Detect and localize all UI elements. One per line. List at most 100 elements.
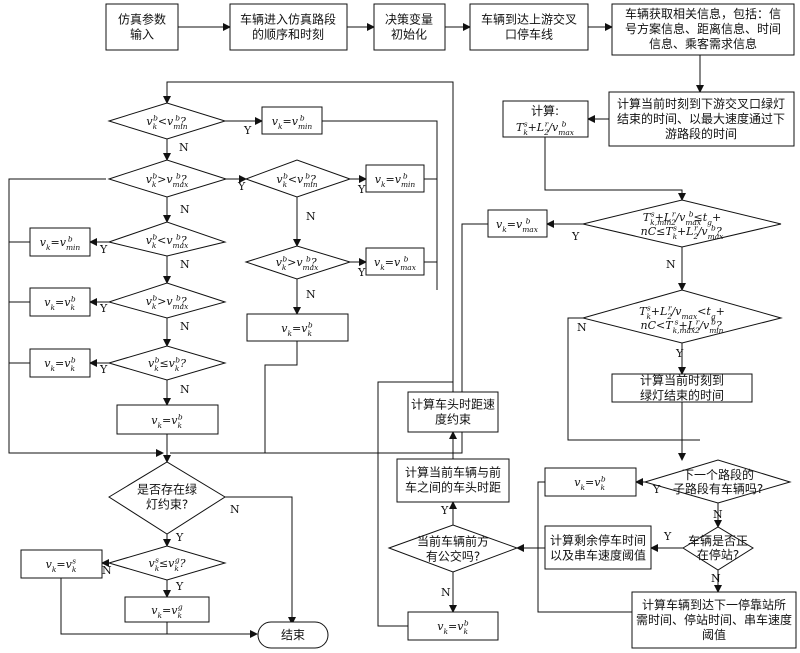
branch-label-yes: Y [175,580,184,593]
n2-text-0: 车辆进入仿真路段 [240,12,336,27]
n1-text-0: 仿真参数 [118,12,166,27]
branch-label-no: N [179,141,189,154]
diamond-L3 [107,221,227,257]
branch-label-no: N [102,564,112,577]
M1-text-0: vkb<vminb? [276,172,317,189]
box-a11 [124,596,210,623]
d2-text-1: nC<Tk,maxs+L2r/vminb? [641,318,724,335]
diamond-d5 [387,524,519,573]
n6-text-0: 计算当前时刻到下游交叉口绿灯 [617,96,785,111]
n4-text-1: 口停车线 [505,27,553,42]
a5-text-0: vk=vkb [44,295,76,312]
box-a3 [365,247,425,276]
box-enter-order [229,3,348,51]
n6-text-2: 游路段的时间 [665,126,737,141]
box-calc-formula [502,100,589,138]
box-a10 [20,549,103,579]
branch-label-yes: Y [357,183,366,196]
n8-text-2: 阈值 [702,627,726,642]
a10-text-0: vk=vks [46,557,77,574]
branch-label-no: N [577,321,587,334]
L1-text-0: vkb<vminb? [146,114,187,131]
a1-text-0: vk=vminb [272,114,313,131]
n9-text-0: 计算剩余停车时间 [550,533,646,548]
d5-text-0: 当前车辆前方 [417,534,489,549]
a11-text-0: vk=vkg [151,603,183,620]
n6-text-1: 结束的时间、以最大速度通过下 [617,111,785,126]
box-a12 [544,467,637,497]
d7-text-0: vks≤vkg? [148,556,185,573]
box-a6 [29,348,91,378]
L5-text-0: vkb≤vkb? [148,356,186,373]
M2-text-0: vkb>vmaxb? [276,255,319,272]
branch-label-yes: Y [175,531,184,544]
branch-label-no: N [666,258,676,271]
L2-text-0: vkb>vmaxb? [146,172,189,189]
n11-text-1: 度约束 [435,412,471,427]
a7-text-0: vk=vkb [281,321,313,338]
n3-text-0: 决策变量 [385,12,433,27]
box-headway [396,458,510,503]
n7-text-0: 计算当前时刻到 [640,373,724,388]
box-a4 [29,227,91,257]
diamond-d2 [581,289,783,344]
box-remain-stop [544,525,652,570]
diamond-d3 [643,459,792,504]
diamond-L2 [107,159,228,198]
diamond-d6 [108,461,226,535]
branch-label-yes: Y [99,243,108,256]
calc-text-0: 计算: [531,103,559,118]
diamond-d7 [107,545,227,581]
branch-label-yes: Y [652,483,661,496]
box-a7 [246,313,349,342]
n3-text-1: 初始化 [391,28,427,42]
diamond-M2 [244,245,352,280]
branch-label-no: N [441,586,451,599]
branch-label-yes: Y [663,530,672,543]
n1-text-1: 输入 [130,27,154,42]
a9-text-0: vk=vmaxb [496,217,539,234]
branch-label-no: N [180,258,190,271]
box-a2 [365,164,425,193]
d3-text-1: 子路段有车辆吗? [673,481,763,496]
n5-text-2: 信息、乘客需求信息 [649,36,757,51]
branch-label-no: N [180,203,190,216]
calc-text-1: Tks+L2r/vmaxb [516,120,575,137]
branch-label-yes: Y [440,504,449,517]
d2-text-0: Tks+L2r/vmax<tg+ [639,304,725,321]
a4-text-0: vk=vminb [40,235,81,252]
shapes [20,3,797,649]
n8-text-0: 计算车辆到达下一停靠站所 [642,597,786,612]
d4-text-1: 在停站? [697,547,739,562]
L3-text-0: vkb<vmaxb? [146,233,189,250]
branch-label-yes: Y [237,180,246,193]
a3-text-0: vk=vmaxb [374,255,417,272]
branch-label-yes: Y [675,347,684,360]
a2-text-0: vk=vminb [375,172,416,189]
branch-label-no: N [713,508,723,521]
box-get-info [611,3,795,56]
branch-label-no: N [180,383,190,396]
d5-text-1: 有公交吗? [426,549,480,564]
a13-text-0: vk=vkb [437,619,469,636]
n5-text-1: 号方案信息、距离信息、时间 [625,21,781,36]
terminator-end [257,621,329,649]
box-green-end [611,373,753,403]
d3-text-0: 下一个路段的 [682,467,754,482]
node-texts: 仿真参数输入车辆进入仿真路段的顺序和时刻决策变量初始化车辆到达上游交叉口停车线车… [40,6,792,642]
diamond-L4 [107,282,227,319]
d1-text-0: Tk,mins+L2r/vmaxb≤tg+ [643,210,721,227]
box-a8 [116,404,219,435]
n8-text-1: 需时间、停站时间、串车速度 [636,612,792,627]
diamond-d1 [582,199,782,248]
n2-text-1: 的顺序和时刻 [252,27,324,42]
diamond-L1 [107,102,227,140]
n4-text-0: 车辆到达上游交叉 [481,12,577,27]
branch-label-yes: Y [243,124,252,137]
box-next-stop [631,591,797,649]
n7-text-1: 绿灯结束的时间 [640,388,724,403]
branch-label-no: N [230,503,240,516]
box-a5 [29,287,91,317]
